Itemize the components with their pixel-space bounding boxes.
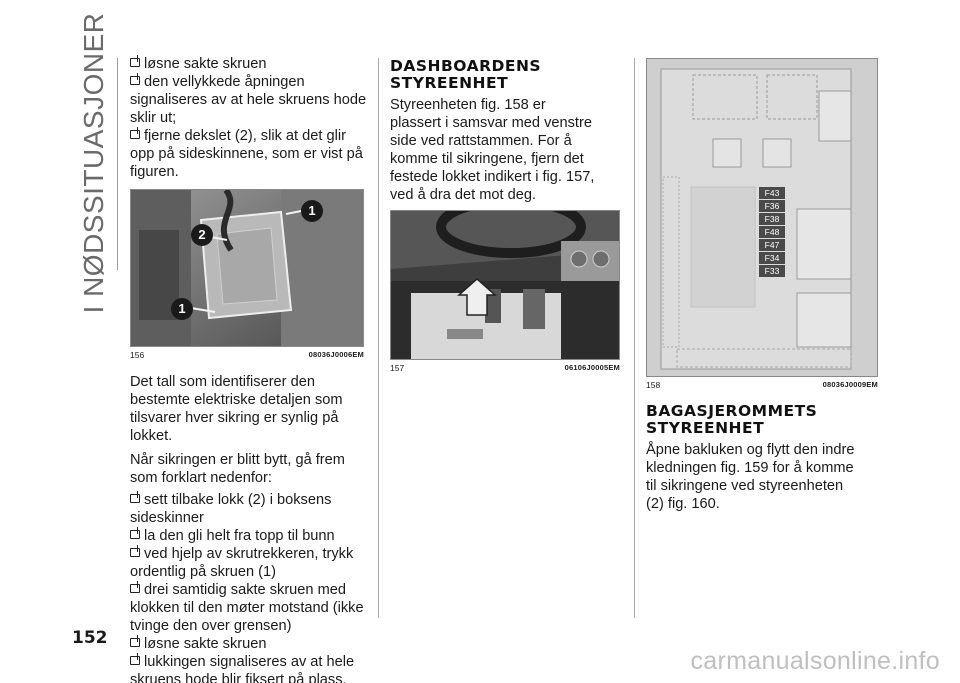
bullet-item: la den gli helt fra topp til bunn [130, 527, 368, 545]
checkbox-bullet-icon [130, 653, 140, 665]
fuse-label-f48: F48 [759, 226, 785, 238]
checkbox-bullet-icon [130, 545, 140, 557]
figure-caption: 158 08036J0009EM [646, 379, 878, 391]
fuse-box-diagram [647, 59, 877, 375]
checkbox-bullet-icon [130, 73, 140, 85]
column-1: løsne sakte skruen den vellykkede åpning… [130, 55, 368, 683]
fuse-box-cover-illustration [131, 190, 363, 346]
bullet-item: løsne sakte skruen [130, 55, 368, 73]
figure-number: 156 [130, 350, 145, 360]
checkbox-bullet-icon [130, 491, 140, 503]
section-title: I NØDSSITUASJONER [78, 12, 109, 314]
fuse-label-f38: F38 [759, 213, 785, 225]
figure-code: 08036J0009EM [822, 380, 878, 389]
section-heading: BAGASJEROMMETS STYREENHET [646, 402, 818, 437]
paragraph: Åpne bakluken og flytt den indre klednin… [646, 442, 855, 512]
figure-158: F43 F36 F38 F48 F47 F34 F33 [646, 59, 878, 377]
page-number: 152 [72, 628, 108, 648]
figure-number: 158 [646, 380, 661, 390]
figure-156: 1 2 1 [130, 189, 364, 347]
bullet-item: ved hjelp av skrutrekkeren, trykk ordent… [130, 545, 354, 580]
checkbox-bullet-icon [130, 127, 140, 139]
fuse-label-f47: F47 [759, 239, 785, 251]
dashboard-pedals-illustration [391, 211, 619, 359]
callout-2: 2 [191, 224, 213, 246]
bullet-item: den vellykkede åpningen signaliseres av … [130, 73, 367, 126]
figure-caption: 157 06106J0005EM [390, 362, 620, 374]
figure-caption: 156 08036J0006EM [130, 349, 364, 361]
fuse-label-stack: F43 F36 F38 F48 F47 F34 F33 [759, 187, 785, 278]
section-heading: DASHBOARDENS STYREENHET [390, 57, 542, 92]
checkbox-bullet-icon [130, 635, 140, 647]
figure-number: 157 [390, 363, 405, 373]
column-3: F43 F36 F38 F48 F47 F34 F33 158 08036J00… [646, 58, 878, 513]
section-sidebar: I NØDSSITUASJONER [74, 13, 114, 314]
bullet-item: fjerne dekslet (2), slik at det glir opp… [130, 127, 363, 180]
bullet-item: drei samtidig sakte skruen med klokken t… [130, 581, 364, 634]
figure-top-rule [646, 58, 878, 59]
column-divider [634, 58, 635, 618]
bullet-item: lukkingen signaliseres av at hele skruen… [130, 653, 355, 683]
callout-1-bottom: 1 [171, 298, 193, 320]
column-2: DASHBOARDENS STYREENHET Styreenheten fig… [390, 58, 620, 386]
column-divider [378, 58, 379, 618]
figure-code: 08036J0006EM [308, 350, 364, 359]
figure-code: 06106J0005EM [564, 363, 620, 372]
paragraph: Når sikringen er blitt bytt, gå frem som… [130, 452, 345, 486]
watermark: carmanualsonline.info [690, 647, 940, 675]
bullet-item: sett tilbake lokk (2) i boksens sideskin… [130, 491, 332, 526]
callout-1-top: 1 [301, 200, 323, 222]
checkbox-bullet-icon [130, 55, 140, 67]
paragraph: Styreenheten fig. 158 er plassert i sams… [390, 97, 595, 203]
checkbox-bullet-icon [130, 581, 140, 593]
checkbox-bullet-icon [130, 527, 140, 539]
sidebar-rule [117, 58, 118, 270]
paragraph: Det tall som identifiserer den bestemte … [130, 374, 343, 444]
fuse-label-f43: F43 [759, 187, 785, 199]
bullet-item: løsne sakte skruen [130, 635, 368, 653]
figure-157 [390, 210, 620, 360]
fuse-label-f36: F36 [759, 200, 785, 212]
fuse-label-f34: F34 [759, 252, 785, 264]
bullet-list: sett tilbake lokk (2) i boksens sideskin… [130, 491, 368, 683]
fuse-label-f33: F33 [759, 265, 785, 277]
